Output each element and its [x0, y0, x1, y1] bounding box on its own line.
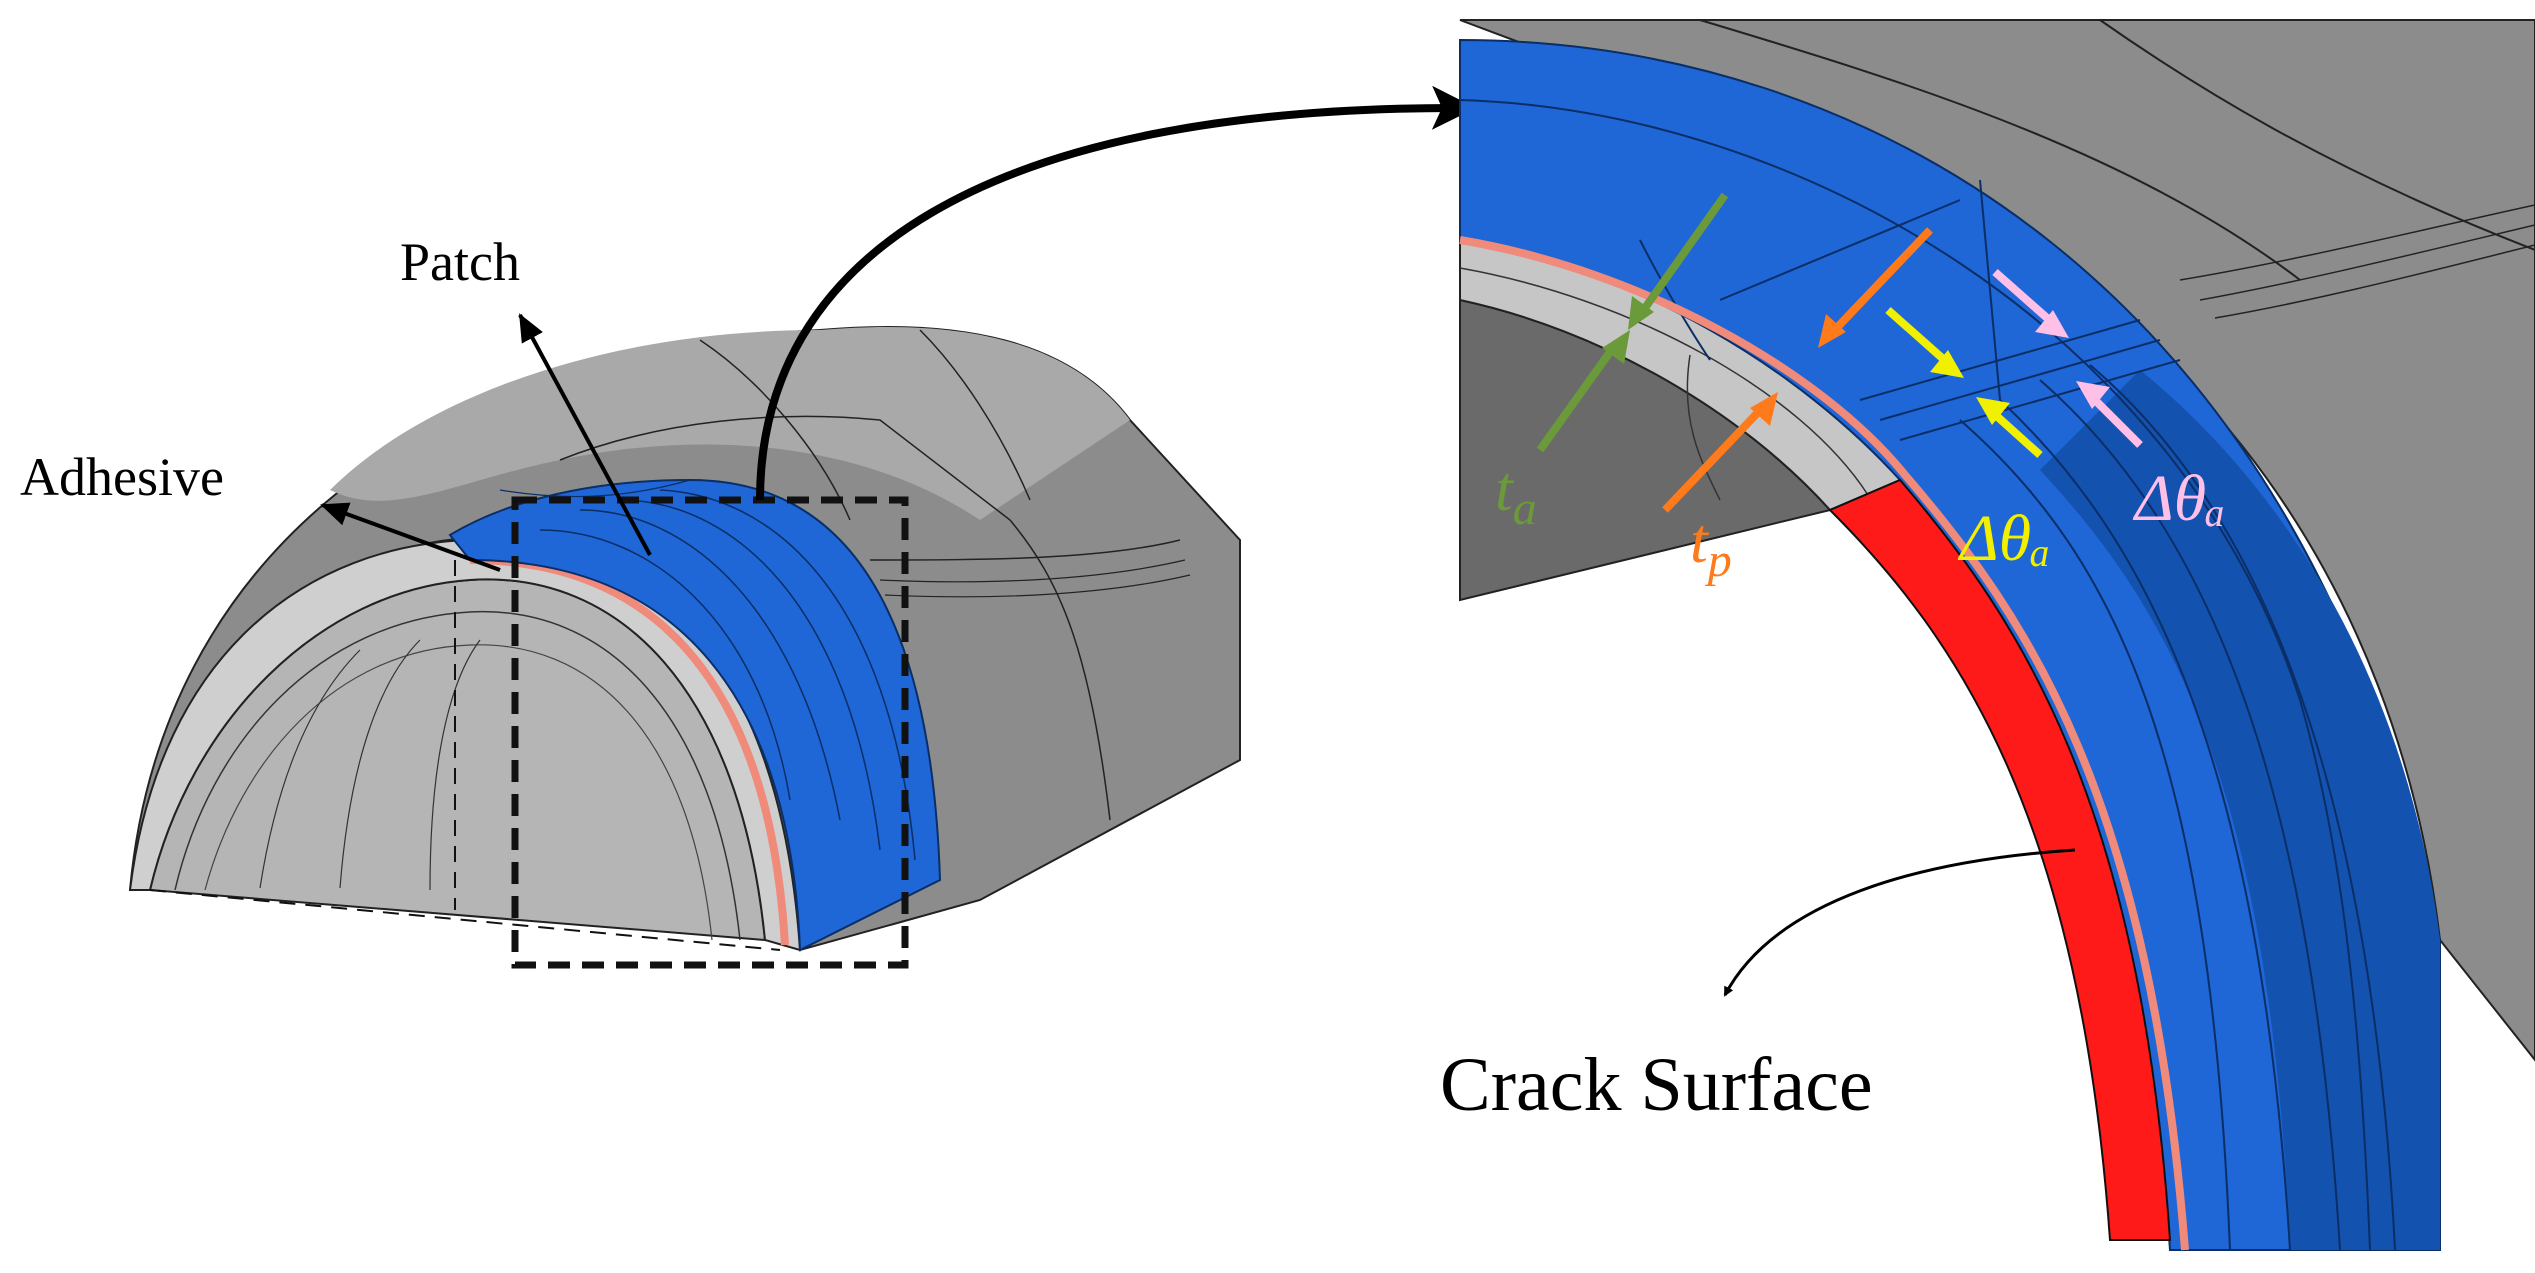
dtheta-pink-arrow-bottom: [2087, 392, 2143, 448]
tp-arrow-inner: [1662, 402, 1768, 513]
dtheta-pink-label: Δθₐ: [2132, 462, 2225, 535]
dtheta-pink-arrow-top: [1992, 269, 2058, 328]
patch-pointer-arrow: [518, 313, 652, 556]
ta-arrow-outer: [1636, 192, 1729, 318]
left-pipe-view: [128, 325, 1241, 969]
zoom-patch-side: [2040, 370, 2440, 1250]
ta-arrow-inner: [1536, 342, 1619, 453]
zoom-arrow-icon: [756, 85, 1476, 501]
tp-label: tp: [1690, 505, 1732, 587]
left-annotations: Patch Adhesive: [20, 232, 652, 572]
dtheta-yellow-label: Δθₐ: [1957, 502, 2050, 575]
right-annotations: ta tp Δθₐ Δθₐ Crack Surface: [1440, 192, 2225, 1127]
crack-pointer-arrow-icon: [1723, 848, 2076, 997]
patch-label: Patch: [400, 232, 520, 292]
adhesive-pointer-arrow: [320, 502, 501, 572]
patch-band: [448, 478, 942, 952]
dtheta-yellow-arrow-top: [1885, 307, 1953, 368]
ta-label: ta: [1495, 453, 1537, 535]
adhesive-label: Adhesive: [20, 447, 224, 507]
right-zoom-view: [1459, 19, 2535, 1251]
adhesive-layer: [469, 556, 789, 946]
crack-surface: [1828, 478, 2172, 1241]
dtheta-yellow-arrow-bottom: [1987, 407, 2043, 458]
tp-arrow-outer: [1827, 227, 1933, 338]
crack-surface-label: Crack Surface: [1440, 1043, 1873, 1127]
zoom-box: [511, 496, 909, 969]
pipe-top-highlight: [330, 326, 1130, 520]
